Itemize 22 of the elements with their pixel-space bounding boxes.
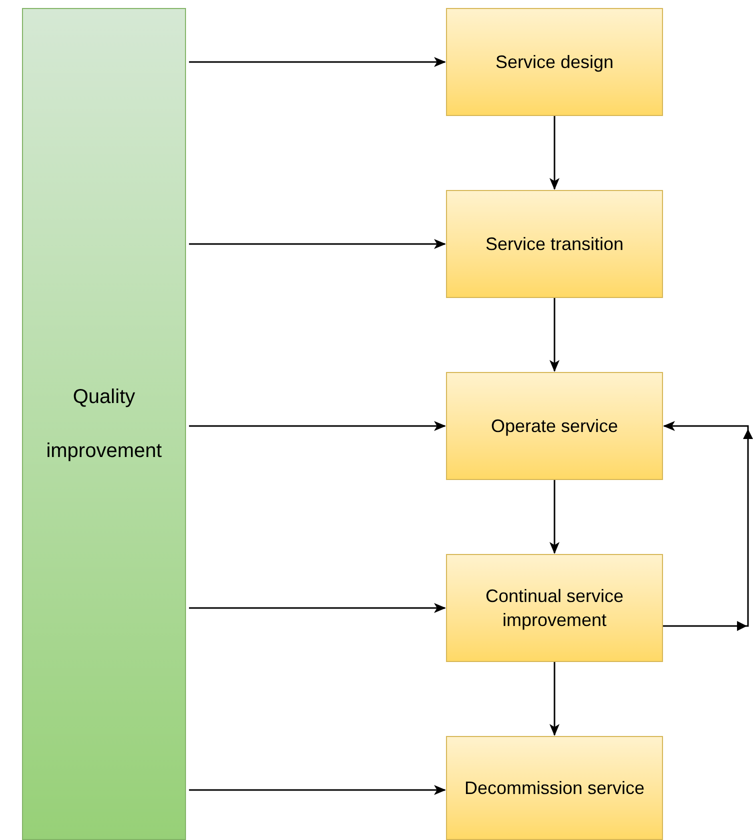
process-box [446, 554, 663, 662]
arrow [189, 421, 446, 431]
arrow [550, 116, 560, 190]
process-box [446, 372, 663, 480]
arrow [189, 785, 446, 795]
node-label: Decommission service [464, 777, 645, 800]
process-box [446, 8, 663, 116]
arrow [189, 603, 446, 613]
process-box [446, 190, 663, 298]
node-label: Operate service [490, 415, 618, 438]
arrow [550, 298, 560, 372]
process-box [446, 736, 663, 840]
arrow [550, 480, 560, 554]
arrow [189, 57, 446, 67]
arrow [550, 662, 560, 736]
node-label: Continual service improvement [484, 585, 625, 632]
node-label: Service transition [485, 233, 624, 256]
arrow [189, 239, 446, 249]
arrow [663, 421, 753, 631]
vertical-bar [22, 8, 186, 840]
node-label: Service design [495, 51, 614, 74]
node-label: Quality improvement [45, 385, 163, 464]
